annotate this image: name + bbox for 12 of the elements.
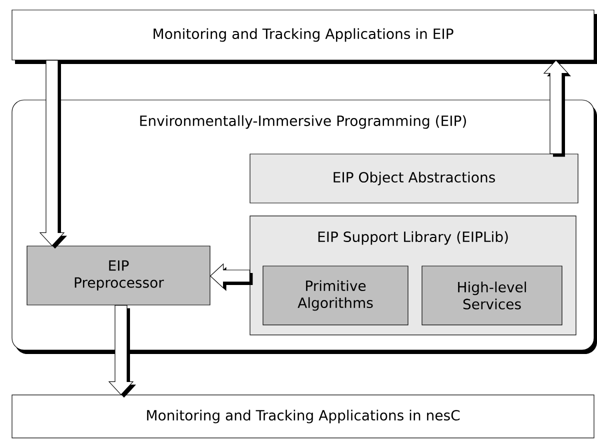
block-arrow <box>210 263 253 291</box>
block-arrow <box>108 304 136 398</box>
component-box: High-level Services <box>422 266 562 326</box>
preprocessor-box: EIP Preprocessor <box>26 246 210 306</box>
component-box: EIP Object Abstractions <box>250 154 578 204</box>
application-box: Monitoring and Tracking Applications in EIP <box>12 10 597 64</box>
block-arrow <box>543 60 571 157</box>
application-box: Monitoring and Tracking Applications in nesC <box>12 394 594 438</box>
component-box: Primitive Algorithms <box>262 266 408 326</box>
panel-heading: EIP Support Library (EIPLib) <box>318 231 508 245</box>
panel-heading: Environmentally-Immersive Programming (EIP) <box>140 115 466 129</box>
block-arrow <box>39 60 67 249</box>
